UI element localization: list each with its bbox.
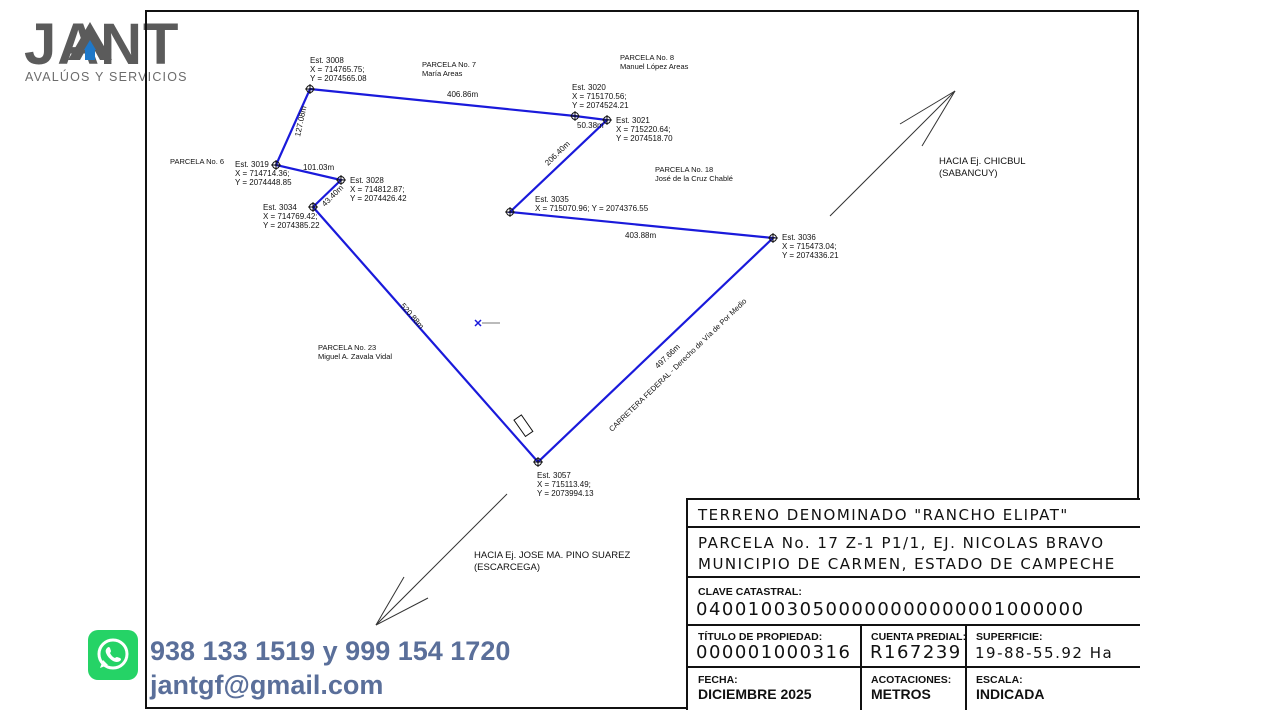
distance-3019-3028: 101.03m bbox=[303, 163, 334, 172]
building-outline bbox=[513, 414, 534, 438]
parcel-label-6: PARCELA No. 6 bbox=[170, 157, 224, 166]
station-marker-3036 bbox=[768, 233, 778, 243]
escala-value: INDICADA bbox=[976, 686, 1045, 702]
fecha-value: DICIEMBRE 2025 bbox=[698, 686, 812, 702]
property-boundary bbox=[274, 87, 776, 464]
phone-numbers[interactable]: 938 133 1519 y 999 154 1720 bbox=[150, 636, 511, 666]
distance-3034-3057: 520.88m bbox=[398, 301, 425, 331]
station-marker-3019 bbox=[271, 160, 281, 170]
superficie-value: 19-88-55.92 Ha bbox=[975, 644, 1114, 662]
distance-3035-3036: 403.88m bbox=[625, 231, 656, 240]
escala-label: ESCALA: bbox=[976, 674, 1023, 686]
station-markers bbox=[271, 84, 778, 467]
drawing-frame bbox=[145, 10, 1139, 709]
cuenta-label: CUENTA PREDIAL: bbox=[871, 631, 967, 643]
station-marker-3035 bbox=[505, 207, 515, 217]
station-marker-3028 bbox=[336, 175, 346, 185]
station-marker-3034 bbox=[308, 202, 318, 212]
clave-catastral-value: 040010030500000000000001000000 bbox=[696, 599, 1085, 620]
acotaciones-label: ACOTACIONES: bbox=[871, 674, 952, 686]
station-marker-3057 bbox=[533, 457, 543, 467]
parcela-line2: MUNICIPIO DE CARMEN, ESTADO DE CAMPECHE bbox=[698, 555, 1116, 573]
terreno-name: TERRENO DENOMINADO "RANCHO ELIPAT" bbox=[698, 506, 1069, 524]
arrow-south-west bbox=[375, 493, 508, 626]
parcela-line1: PARCELA No. 17 Z-1 P1/1, EJ. NICOLAS BRA… bbox=[698, 534, 1105, 552]
center-marker bbox=[474, 319, 500, 327]
distance-3021-3035: 206.40m bbox=[543, 139, 572, 167]
distance-3008-3019: 127.08m bbox=[293, 105, 308, 138]
station-marker-3021 bbox=[602, 115, 612, 125]
direction-label-sw: HACIA Ej. JOSE MA. PINO SUAREZ(ESCARCEGA… bbox=[474, 550, 630, 573]
superficie-label: SUPERFICIE: bbox=[976, 631, 1043, 643]
whatsapp-icon[interactable] bbox=[88, 630, 138, 680]
title-block: TERRENO DENOMINADO "RANCHO ELIPAT" PARCE… bbox=[686, 498, 1140, 710]
titulo-label: TÍTULO DE PROPIEDAD: bbox=[698, 631, 823, 643]
logo-roof-icon bbox=[68, 22, 112, 60]
fecha-label: FECHA: bbox=[698, 674, 738, 686]
distance-3008-3020: 406.86m bbox=[447, 90, 478, 99]
titulo-value: 000001000316 bbox=[696, 642, 852, 663]
station-marker-3020 bbox=[570, 111, 580, 121]
direction-label-ne: HACIA Ej. CHICBUL(SABANCUY) bbox=[939, 156, 1026, 179]
arrow-north-east bbox=[829, 90, 956, 217]
acotaciones-value: METROS bbox=[871, 686, 931, 702]
station-marker-3008 bbox=[305, 84, 315, 94]
clave-catastral-label: CLAVE CATASTRAL: bbox=[698, 586, 802, 598]
email-link[interactable]: jantgf@gmail.com bbox=[150, 670, 384, 700]
distance-3020-3021: 50.38m bbox=[577, 121, 604, 130]
cuenta-value: R167239 bbox=[870, 642, 962, 663]
road-label: CARRETERA FEDERAL - Derecho de Vía de Po… bbox=[607, 297, 748, 434]
